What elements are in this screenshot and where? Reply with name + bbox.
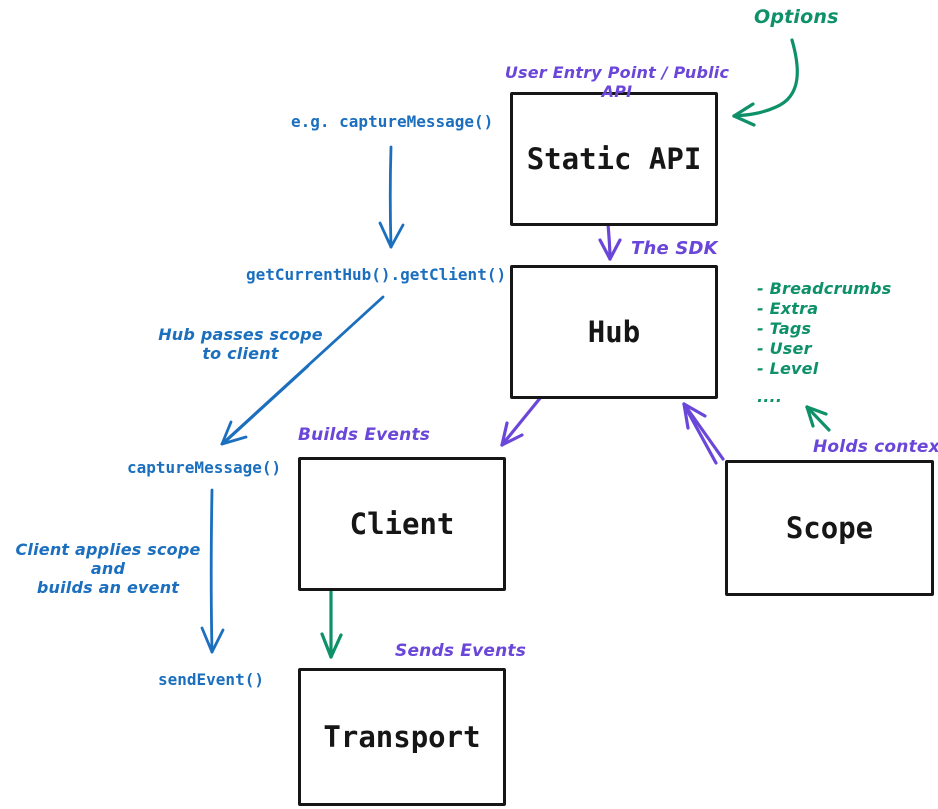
- node-transport: Transport: [298, 668, 506, 806]
- context-item-level: - Level: [757, 359, 819, 378]
- arrow-client-to-transport: [320, 588, 343, 659]
- scope-label: Scope: [785, 511, 874, 545]
- sends-events-annotation: Sends Events: [395, 641, 527, 661]
- node-static-api: Static API: [510, 92, 718, 226]
- arrow-hub-to-client: [500, 395, 543, 447]
- the-sdk-annotation: The SDK: [631, 238, 718, 259]
- arrow-capture-to-getcurrenthub: [378, 145, 405, 249]
- holds-context-annotation: Holds context: [813, 437, 938, 457]
- hub-label: Hub: [587, 315, 641, 349]
- context-item-tags: - Tags: [757, 319, 812, 338]
- static-api-label: Static API: [526, 142, 702, 176]
- context-item-ellipsis: ....: [757, 387, 783, 406]
- getcurrenthub-code: getCurrentHub().getClient(): [246, 265, 507, 284]
- capturemessage-code: captureMessage(): [127, 458, 282, 477]
- context-item-user: - User: [757, 339, 812, 358]
- sendevent-code: sendEvent(): [158, 670, 264, 689]
- node-hub: Hub: [510, 265, 718, 399]
- scope-context-list: - Breadcrumbs - Extra - Tags - User - Le…: [757, 279, 891, 407]
- arrow-capturemessage-to-sendevent: [200, 488, 225, 654]
- arrow-options-to-staticapi: [732, 38, 799, 127]
- arrow-getcurrenthub-to-capturemessage: [220, 295, 385, 446]
- builds-events-annotation: Builds Events: [298, 425, 431, 445]
- hub-passes-scope-annotation: Hub passes scope to client: [158, 325, 323, 364]
- node-client: Client: [298, 457, 506, 591]
- options-annotation: Options: [754, 6, 839, 28]
- client-applies-line2: builds an event: [36, 577, 180, 597]
- transport-label: Transport: [323, 720, 481, 754]
- arrow-holdscontext-to-list: [805, 405, 831, 432]
- node-scope: Scope: [725, 460, 934, 596]
- eg-capturemessage-code: e.g. captureMessage(): [291, 112, 494, 131]
- hub-passes-line1: Hub passes scope: [158, 325, 323, 344]
- client-label: Client: [349, 507, 455, 541]
- context-item-extra: - Extra: [757, 299, 819, 318]
- arrow-staticapi-to-hub: [598, 222, 622, 261]
- hub-passes-line2: to client: [202, 343, 279, 363]
- user-entry-annotation: User Entry Point / Public API: [504, 63, 730, 101]
- arrow-scope-to-hub: [682, 402, 725, 465]
- client-applies-line1: Client applies scope and: [15, 540, 201, 578]
- client-applies-annotation: Client applies scope and builds an event: [2, 540, 214, 598]
- context-item-breadcrumbs: - Breadcrumbs: [757, 279, 892, 298]
